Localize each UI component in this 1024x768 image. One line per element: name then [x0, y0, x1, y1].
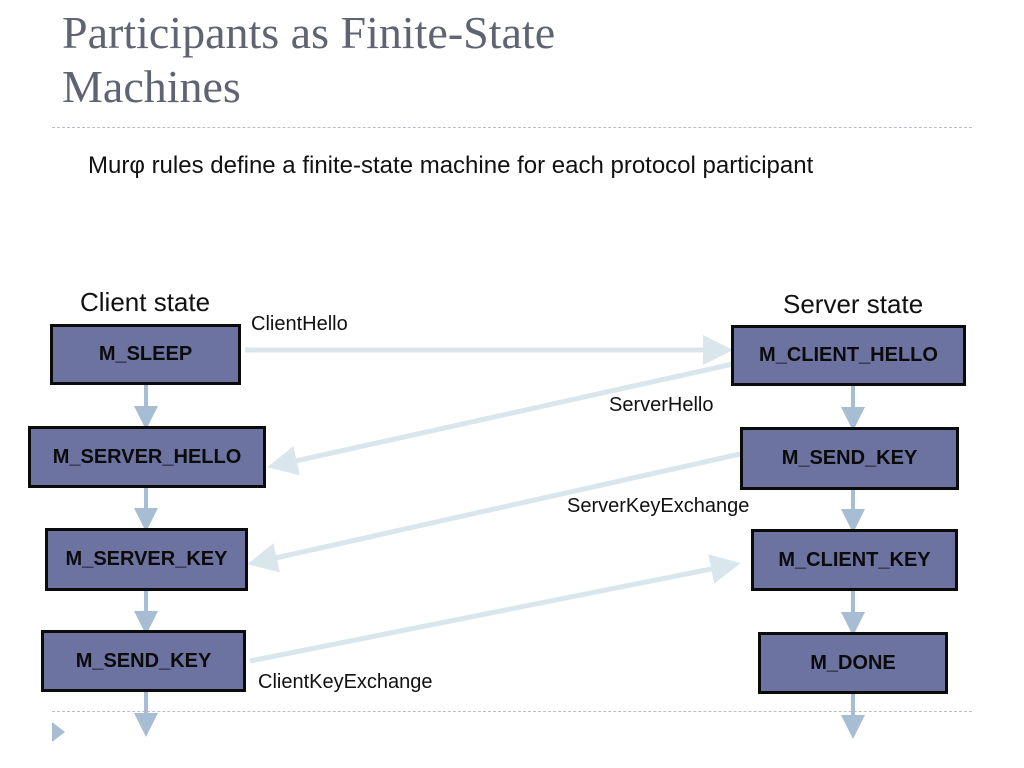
client-key-exchange-arrow: [249, 554, 741, 664]
server-hello-arrow: [267, 355, 761, 476]
top-divider: [52, 127, 972, 128]
server-key-exchange-label: ServerKeyExchange: [567, 495, 750, 517]
client-column-label: Client state: [80, 287, 211, 317]
bottom-divider: [52, 711, 972, 712]
slide-title-line-1: Participants as Finite-State: [62, 7, 556, 58]
server-hello-label: ServerHello: [609, 394, 714, 416]
client-hello-label: ClientHello: [251, 313, 348, 335]
slide-title: Participants as Finite-State Machines: [62, 6, 962, 114]
client-state-m-sleep: M_SLEEP: [50, 324, 241, 385]
client-key-exchange-label: ClientKeyExchange: [258, 671, 433, 693]
server-state-m-done: M_DONE: [758, 632, 948, 694]
server-state-m-client-hello: M_CLIENT_HELLO: [731, 325, 966, 386]
server-column-label: Server state: [783, 289, 924, 319]
client-state-m-server-key: M_SERVER_KEY: [45, 528, 248, 591]
client-state-m-server-hello: M_SERVER_HELLO: [28, 426, 266, 488]
slide-subtitle: Murφ rules define a finite-state machine…: [88, 152, 814, 179]
client-state-m-send-key: M_SEND_KEY: [41, 630, 246, 692]
server-key-exchange-arrow: [247, 451, 741, 573]
slide-bullet-triangle-icon: [52, 722, 65, 742]
slide-title-line-2: Machines: [62, 61, 241, 112]
server-state-m-client-key: M_CLIENT_KEY: [751, 529, 958, 591]
server-state-m-send-key: M_SEND_KEY: [740, 427, 959, 490]
